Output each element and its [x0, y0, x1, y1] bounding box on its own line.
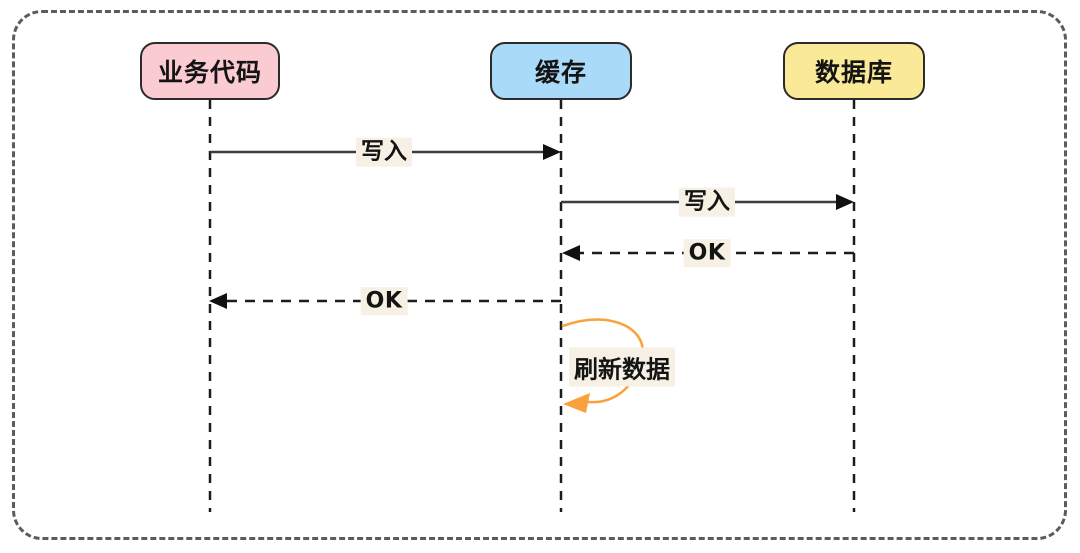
- message-label-ok-2: OK: [360, 287, 408, 315]
- participant-cache: 缓存: [490, 42, 632, 100]
- message-label-refresh-data: 刷新数据: [569, 347, 675, 387]
- participant-database-label: 数据库: [814, 58, 893, 87]
- message-label-write-2: 写入: [679, 187, 735, 217]
- message-label-write-1: 写入: [356, 137, 412, 167]
- arrow-ok-database-to-cache: [562, 245, 854, 261]
- message-label-ok-1: OK: [683, 239, 731, 267]
- participant-database: 数据库: [783, 42, 925, 100]
- participant-cache-label: 缓存: [534, 58, 587, 87]
- participant-business-code-label: 业务代码: [157, 58, 262, 87]
- participant-business-code: 业务代码: [140, 42, 280, 100]
- diagram-frame-border: [12, 10, 1067, 540]
